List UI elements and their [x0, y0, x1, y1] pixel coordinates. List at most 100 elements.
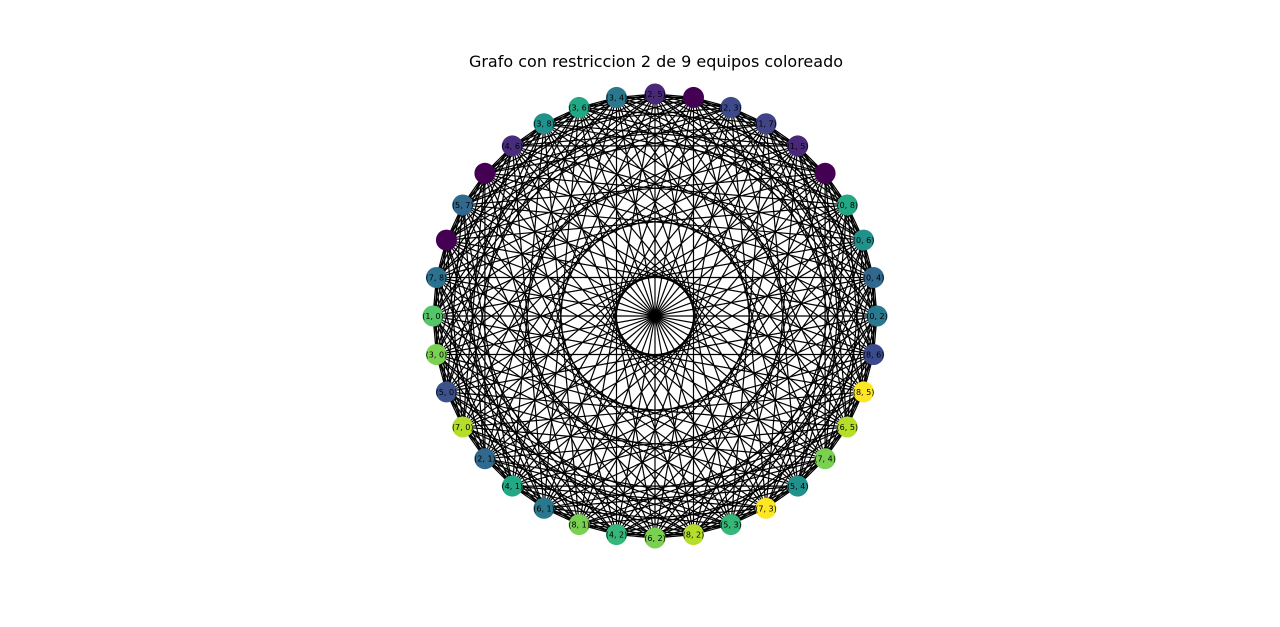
graph-node-label: (5, 7)	[452, 201, 474, 210]
graph-edge	[692, 204, 848, 535]
graph-node-circle	[836, 416, 858, 438]
graph-node-label: (0, 6)	[853, 236, 875, 245]
graph-node-circle	[683, 524, 704, 546]
graph-edge	[512, 391, 864, 487]
graph-node-label: (8, 6)	[863, 351, 885, 360]
graph-node-label: (1, 7)	[755, 120, 777, 129]
graph-node-label: (3, 6)	[568, 103, 590, 112]
graph-node-label: (4, 6)	[502, 142, 524, 151]
graph-edge	[435, 277, 694, 536]
graph-edge	[616, 96, 875, 355]
graph-node: (6, 1)	[533, 497, 555, 519]
graph-node: (5, 3)	[720, 514, 742, 536]
graph-edge	[616, 97, 848, 428]
graph-node-circle	[787, 135, 809, 157]
graph-edge	[462, 426, 826, 460]
graph-node-label: (2, 1)	[474, 455, 496, 464]
graph-nodes: (8, 6)(8, 5)(6, 5)(7, 4)(5, 4)(7, 3)(5, …	[422, 83, 888, 549]
graph-edge	[654, 93, 865, 393]
graph-edge	[692, 97, 848, 428]
graph-node-circle	[474, 448, 496, 470]
graph-edge	[462, 172, 826, 206]
graph-node: (5, 4)	[787, 475, 809, 497]
graph-node	[435, 229, 457, 251]
graph-node: (3, 0)	[425, 344, 447, 365]
graph-node	[683, 86, 704, 108]
graph-edge	[797, 145, 848, 428]
graph-node: (7, 3)	[755, 497, 777, 519]
graph-node: (1, 7)	[755, 113, 777, 135]
graph-node: (8, 6)	[863, 344, 885, 365]
graph-node-circle	[853, 381, 875, 403]
graph-node-circle	[425, 344, 447, 365]
graph-node-label: (5, 0)	[436, 388, 458, 397]
graph-edge	[824, 173, 848, 428]
graph-node-label: (0, 8)	[837, 201, 859, 210]
graph-node-circle	[720, 514, 742, 536]
graph-edge	[511, 107, 732, 487]
graph-node: (6, 2)	[644, 527, 666, 549]
graph-node-circle	[787, 475, 809, 497]
graph-edge	[824, 277, 875, 459]
graph-edge	[484, 123, 767, 174]
graph-node	[814, 162, 836, 184]
graph-node-circle	[644, 83, 666, 105]
graph-node: (4, 2)	[606, 524, 627, 546]
graph-node: (0, 4)	[863, 267, 885, 288]
graph-node-circle	[683, 86, 704, 108]
graph-edge	[462, 204, 618, 535]
graph-node: (2, 5)	[644, 83, 666, 105]
graph-node-circle	[606, 524, 627, 546]
graph-edge	[446, 239, 878, 317]
graph-edge	[765, 123, 799, 487]
graph-node-circle	[435, 229, 457, 251]
graph-edge	[730, 277, 875, 525]
graph-node-label: (5, 4)	[787, 482, 809, 491]
graph-node: (3, 4)	[606, 86, 628, 108]
graph-edge	[654, 107, 732, 539]
graph-node: (5, 0)	[435, 381, 458, 403]
graph-node-circle	[425, 267, 447, 288]
graph-edge	[484, 107, 580, 459]
graph-node-circle	[474, 162, 496, 184]
graph-edge	[462, 145, 513, 428]
graph-node: (1, 5)	[787, 135, 809, 157]
graph-edge	[578, 239, 865, 526]
graph-node-circle	[863, 344, 885, 365]
graph-node: (5, 7)	[452, 194, 474, 216]
graph-node-circle	[435, 381, 457, 403]
graph-node: (8, 1)	[568, 514, 590, 536]
graph-edge	[654, 93, 874, 278]
graph-edge	[511, 123, 545, 487]
graph-edge	[511, 145, 545, 509]
graph-edge	[578, 93, 656, 525]
graph-node-circle	[452, 416, 474, 438]
graph-node-circle	[863, 267, 885, 288]
graph-edge	[797, 204, 848, 487]
graph-edge	[765, 239, 865, 509]
graph-node-label: (7, 8)	[426, 274, 448, 283]
graph-title: Grafo con restriccion 2 de 9 equipos col…	[469, 52, 843, 71]
graph-node-circle	[814, 162, 836, 184]
graph-edge	[432, 106, 732, 317]
graph-edge	[435, 96, 694, 355]
graph-node-circle	[452, 194, 474, 216]
graph-node-label: (1, 5)	[787, 142, 809, 151]
graph-node-circle	[533, 497, 555, 519]
graph-edge	[846, 204, 865, 392]
graph-node: (7, 8)	[425, 267, 448, 288]
graph-node-label: (8, 5)	[853, 388, 875, 397]
graph-node-label: (0, 4)	[863, 274, 885, 283]
graph-edge	[445, 239, 656, 539]
graph-node-label: (3, 4)	[606, 93, 628, 102]
graph-edge	[512, 315, 878, 487]
graph-node-circle	[755, 497, 777, 519]
graph-edges	[432, 93, 878, 539]
graph-node-label: (2, 3)	[720, 103, 742, 112]
graph-node-label: (7, 3)	[755, 504, 777, 513]
graph-node-circle	[501, 475, 523, 497]
graph-edge	[846, 240, 865, 428]
graph-node: (0, 8)	[837, 194, 859, 216]
graph-node: (8, 5)	[853, 381, 875, 403]
